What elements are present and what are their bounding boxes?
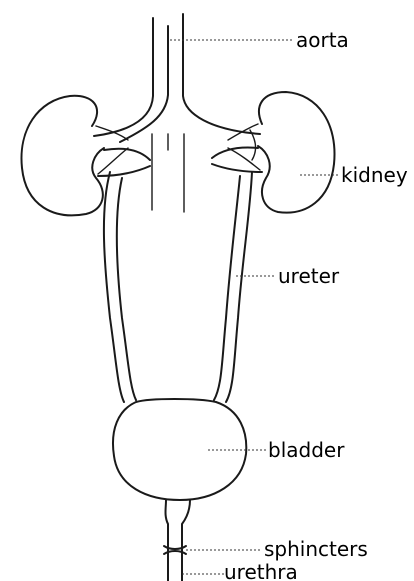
bladder (113, 399, 246, 500)
label-bladder: bladder (268, 438, 345, 462)
label-urethra: urethra (224, 560, 298, 581)
left-ureter (98, 149, 150, 402)
right-ureter (212, 147, 262, 402)
label-kidney: kidney (341, 163, 408, 187)
urethra (166, 500, 191, 581)
right-kidney (228, 92, 335, 213)
label-ureter: ureter (278, 264, 340, 288)
left-kidney (21, 96, 128, 216)
aorta (94, 14, 260, 212)
label-sphincters: sphincters (264, 537, 368, 561)
label-aorta: aorta (296, 28, 349, 52)
